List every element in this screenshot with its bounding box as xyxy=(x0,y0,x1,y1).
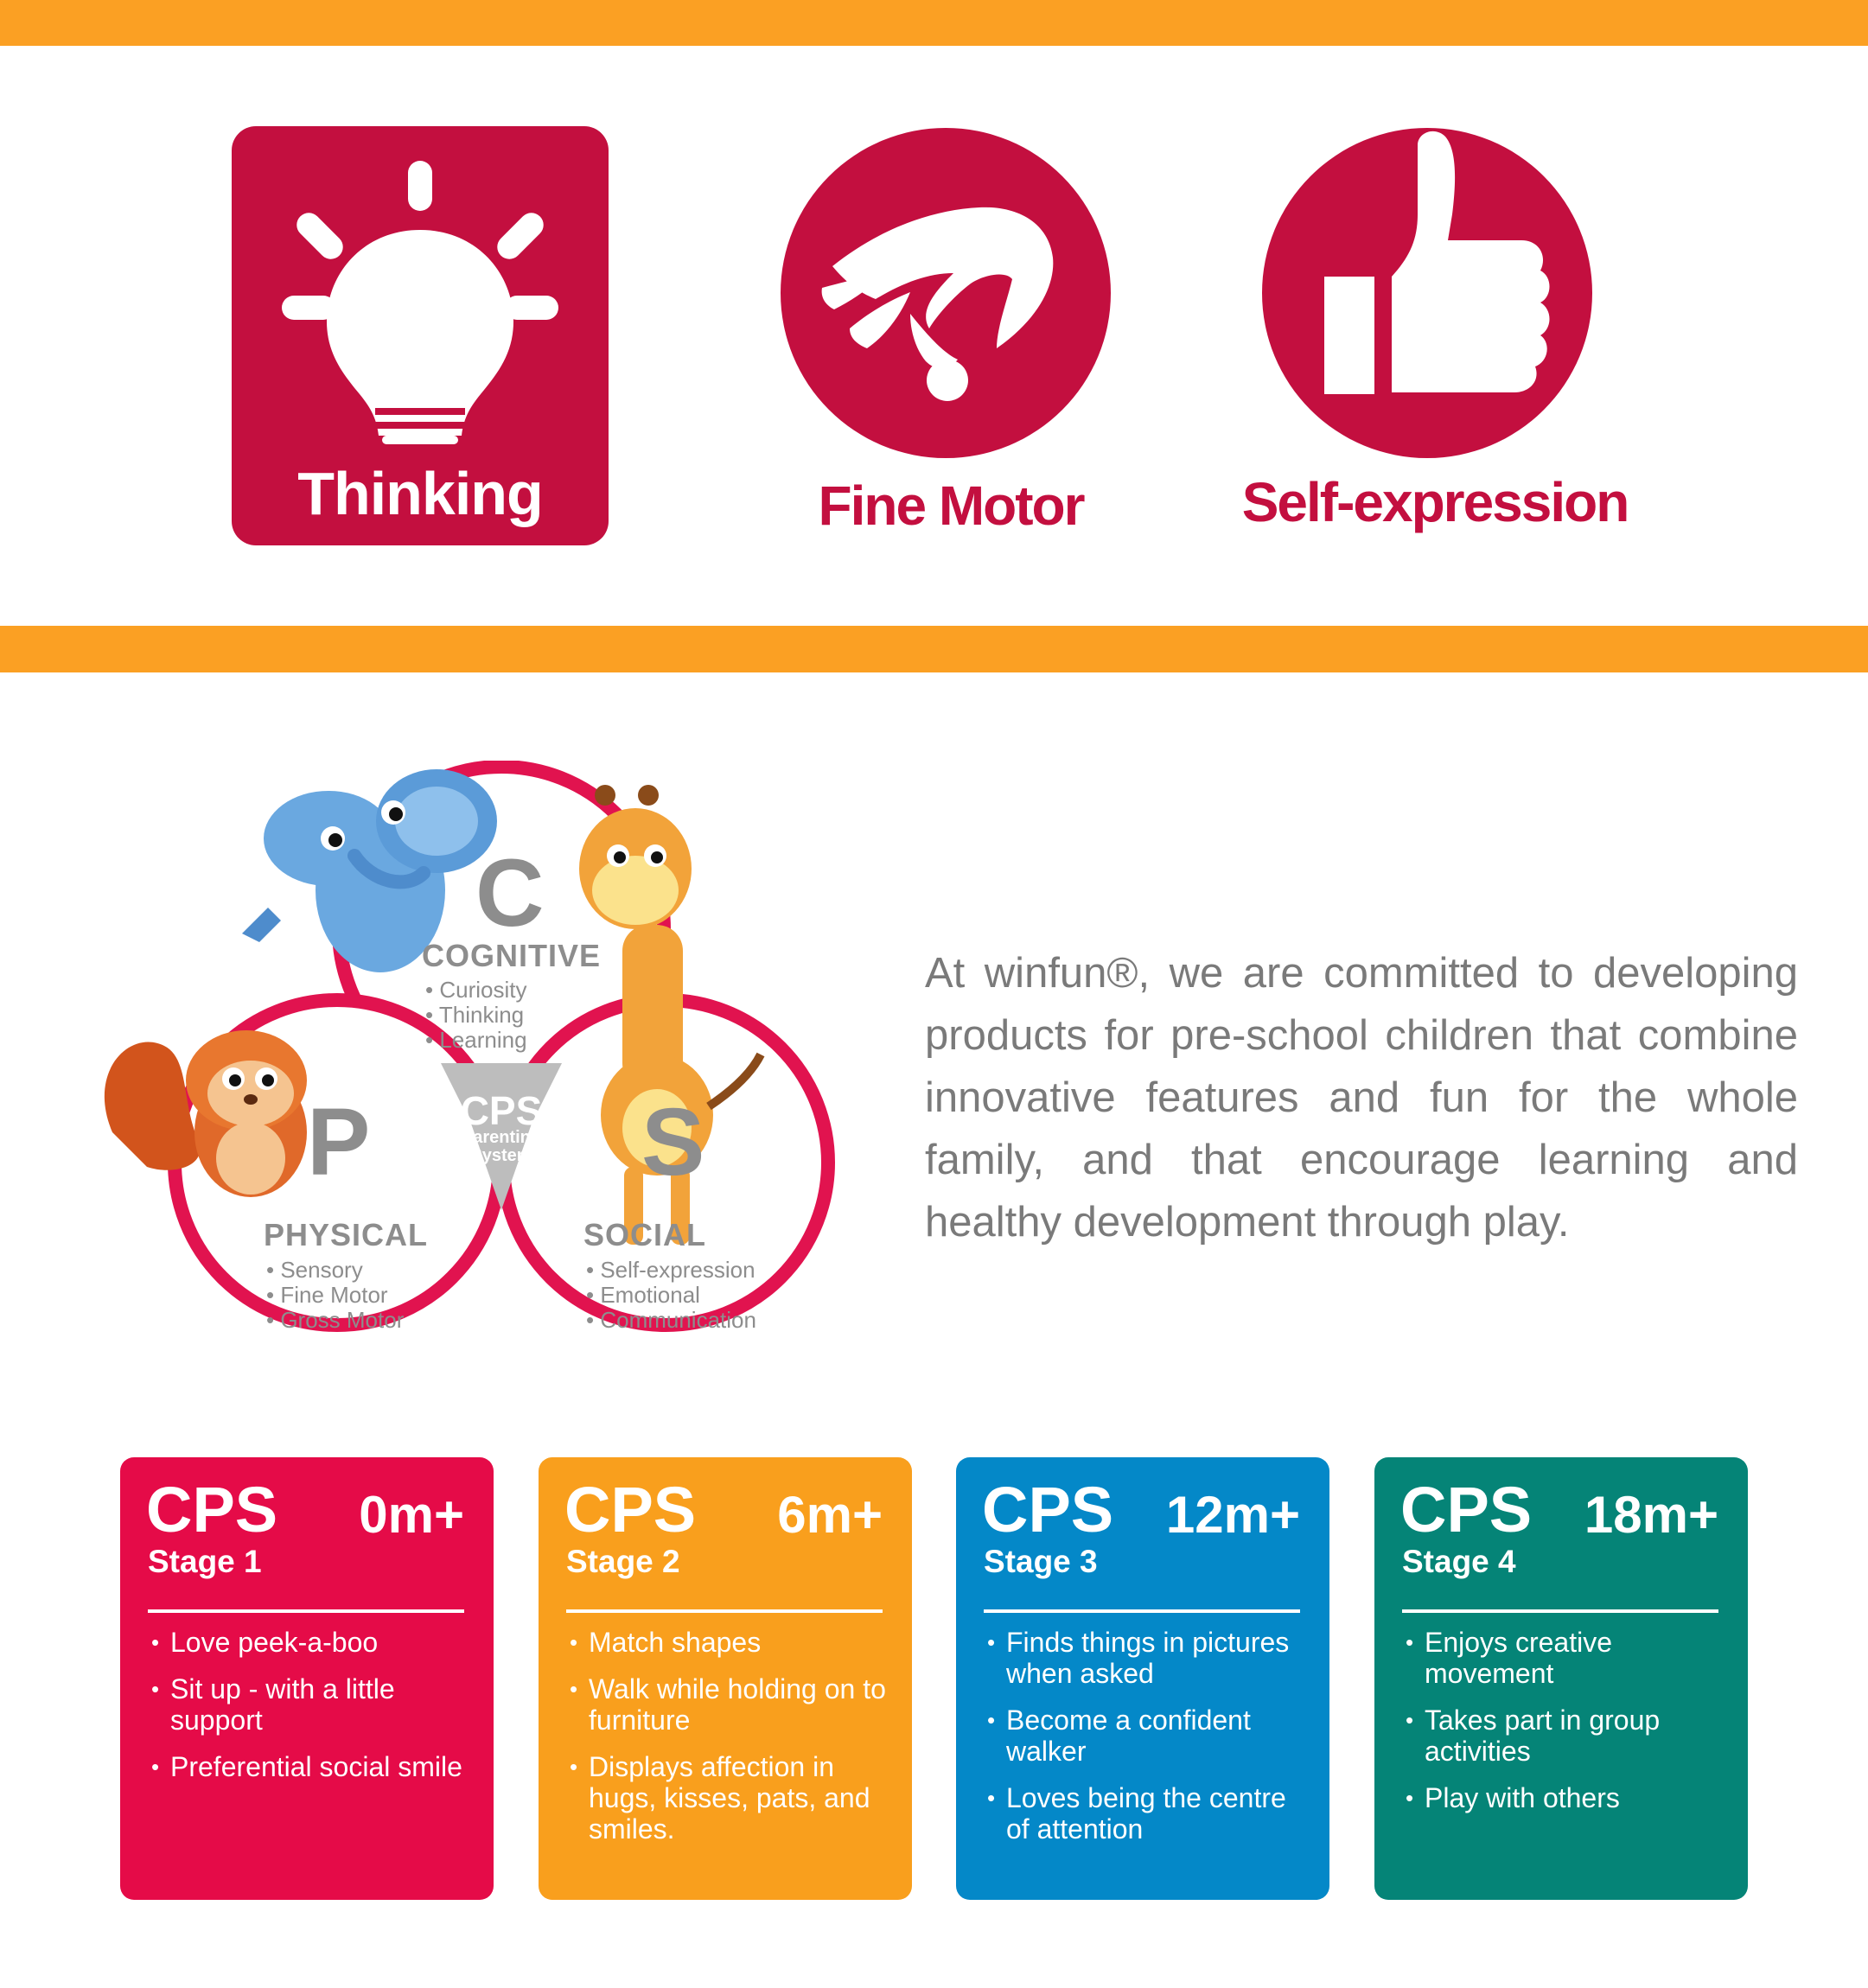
physical-item: • Sensory xyxy=(266,1257,363,1283)
cognitive-title: COGNITIVE xyxy=(422,938,602,973)
milestone-item: Loves being the centre of attention xyxy=(985,1782,1309,1845)
stage-card-2: CPS 6m+ Stage 2 Match shapes Walk while … xyxy=(539,1457,912,1900)
cps-rings-graphic xyxy=(104,761,835,1332)
milestone-item: Displays affection in hugs, kisses, pats… xyxy=(568,1751,891,1845)
lightbulb-icon xyxy=(282,161,558,444)
milestone-item: Preferential social smile xyxy=(150,1751,473,1782)
card-divider xyxy=(148,1609,464,1613)
physical-letter: P xyxy=(307,1089,371,1195)
fine-motor-feature-icon xyxy=(781,128,1111,458)
cognitive-item: • Thinking xyxy=(425,1002,525,1028)
card-brand: CPS xyxy=(564,1474,697,1545)
card-milestone-list: Enjoys creative movement Takes part in g… xyxy=(1404,1627,1727,1829)
card-age: 6m+ xyxy=(777,1486,883,1544)
card-age: 0m+ xyxy=(359,1486,464,1544)
brand-description: At winfun®, we are committed to developi… xyxy=(925,950,1798,1246)
card-brand: CPS xyxy=(1400,1474,1533,1545)
card-milestone-list: Finds things in pictures when asked Beco… xyxy=(985,1627,1309,1860)
social-item: • Self-expression xyxy=(586,1257,755,1283)
card-milestone-list: Match shapes Walk while holding on to fu… xyxy=(568,1627,891,1860)
top-orange-bar xyxy=(0,0,1868,46)
milestone-item: Sit up - with a little support xyxy=(150,1673,473,1736)
pinching-hand-icon xyxy=(821,207,1054,401)
physical-title: PHYSICAL xyxy=(264,1217,429,1252)
social-letter: S xyxy=(641,1089,705,1195)
card-stage: Stage 4 xyxy=(1402,1544,1516,1579)
cps-center-title: CPS xyxy=(460,1088,543,1133)
milestone-item: Become a confident walker xyxy=(985,1704,1309,1767)
thumbs-up-icon xyxy=(1324,131,1550,394)
middle-orange-bar xyxy=(0,626,1868,672)
card-milestone-list: Love peek-a-boo Sit up - with a little s… xyxy=(150,1627,473,1798)
social-title: SOCIAL xyxy=(583,1217,707,1252)
card-divider xyxy=(984,1609,1300,1613)
thinking-feature-tile: Thinking xyxy=(232,126,609,545)
elephant-mascot xyxy=(242,769,497,972)
card-brand: CPS xyxy=(146,1474,278,1545)
card-brand: CPS xyxy=(982,1474,1114,1545)
milestone-item: Finds things in pictures when asked xyxy=(985,1627,1309,1689)
social-item: • Emotional xyxy=(586,1282,700,1308)
card-age: 12m+ xyxy=(1165,1486,1300,1544)
cognitive-letter: C xyxy=(475,840,545,946)
milestone-item: Love peek-a-boo xyxy=(150,1627,473,1658)
card-age: 18m+ xyxy=(1584,1486,1718,1544)
squirrel-mascot xyxy=(104,1030,307,1197)
stage-card-3: CPS 12m+ Stage 3 Finds things in picture… xyxy=(956,1457,1329,1900)
milestone-item: Walk while holding on to furniture xyxy=(568,1673,891,1736)
thinking-label: Thinking xyxy=(297,460,544,527)
social-item: • Communication xyxy=(586,1307,756,1333)
cognitive-item: • Learning xyxy=(425,1027,527,1053)
self-expression-feature-icon xyxy=(1262,128,1592,458)
self-expression-label: Self-expression xyxy=(1241,471,1630,533)
physical-item: • Fine Motor xyxy=(266,1282,388,1308)
stage-card-1: CPS 0m+ Stage 1 Love peek-a-boo Sit up -… xyxy=(120,1457,494,1900)
stage-card-4: CPS 18m+ Stage 4 Enjoys creative movemen… xyxy=(1374,1457,1748,1900)
milestone-item: Takes part in group activities xyxy=(1404,1704,1727,1767)
card-stage: Stage 3 xyxy=(984,1544,1098,1579)
milestone-item: Play with others xyxy=(1404,1782,1727,1813)
card-stage: Stage 2 xyxy=(566,1544,680,1579)
milestone-item: Match shapes xyxy=(568,1627,891,1658)
fine-motor-label: Fine Motor xyxy=(818,475,1085,537)
giraffe-mascot xyxy=(579,785,765,1245)
cognitive-item: • Curiosity xyxy=(425,977,527,1003)
cps-diagram: C COGNITIVE • Curiosity • Thinking • Lea… xyxy=(95,761,873,1400)
milestone-item: Enjoys creative movement xyxy=(1404,1627,1727,1689)
card-divider xyxy=(1402,1609,1718,1613)
card-divider xyxy=(566,1609,883,1613)
card-stage: Stage 1 xyxy=(148,1544,262,1579)
physical-item: • Gross Motor xyxy=(266,1307,405,1333)
